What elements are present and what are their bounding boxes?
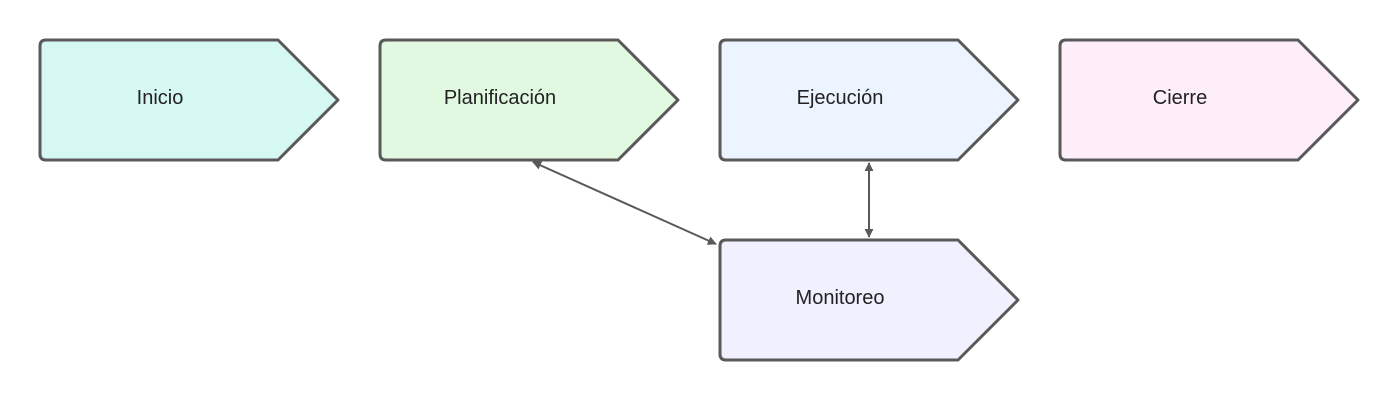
node-planificacion-label: Planificación: [444, 87, 556, 109]
connector-planificacion-monitoreo: [532, 161, 717, 245]
node-inicio-label: Inicio: [137, 87, 184, 109]
node-monitoreo-shape: [718, 238, 1020, 362]
node-inicio-shape: [38, 38, 340, 162]
node-ejecucion-label: Ejecución: [797, 87, 884, 109]
connectors: [532, 161, 874, 245]
node-monitoreo-label: Monitoreo: [796, 287, 885, 309]
node-planificacion-shape: [378, 38, 680, 162]
node-planificacion[interactable]: Planificación: [378, 38, 680, 162]
node-ejecucion[interactable]: Ejecución: [718, 38, 1020, 162]
node-ejecucion-shape: [718, 38, 1020, 162]
node-cierre-shape: [1058, 38, 1360, 162]
node-monitoreo[interactable]: Monitoreo: [718, 238, 1020, 362]
node-cierre-label: Cierre: [1153, 87, 1207, 109]
node-cierre[interactable]: Cierre: [1058, 38, 1360, 162]
node-inicio[interactable]: Inicio: [38, 38, 340, 162]
